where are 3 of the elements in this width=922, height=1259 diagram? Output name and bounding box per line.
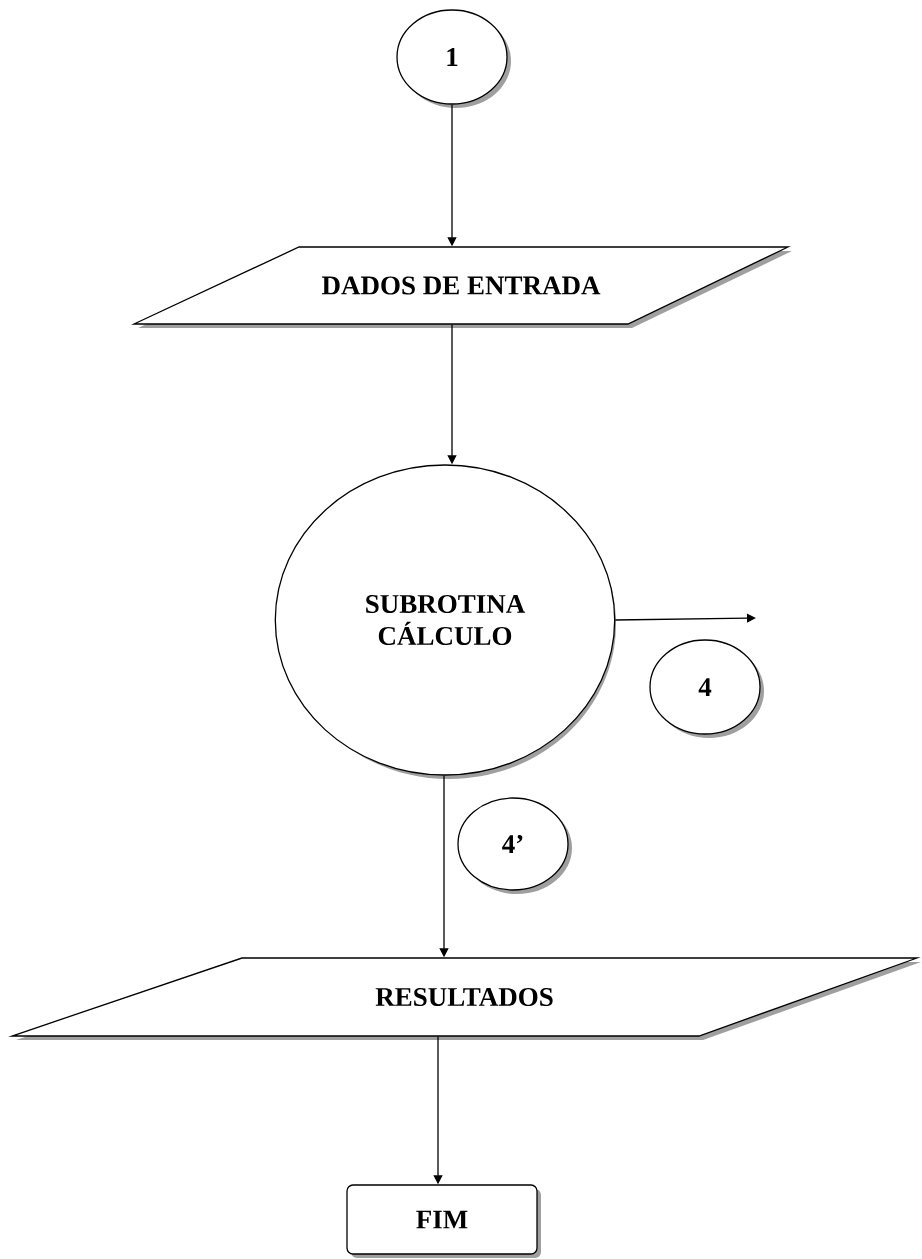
terminal-box: FIM <box>346 1184 541 1258</box>
arrow <box>614 613 756 623</box>
node-label: RESULTADOS <box>375 987 553 1007</box>
